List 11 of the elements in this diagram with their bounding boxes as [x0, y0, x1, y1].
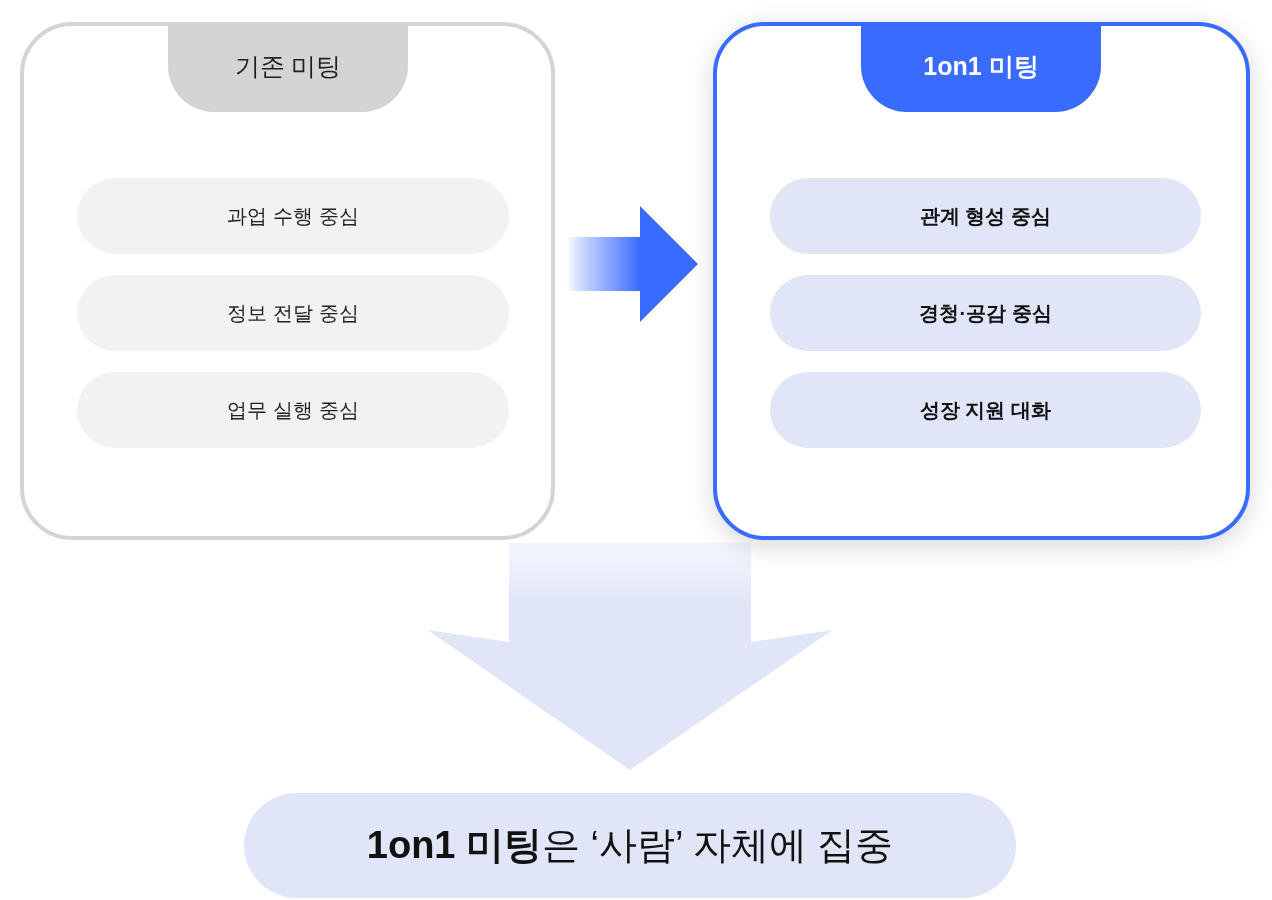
topic-pill: 업무 실행 중심: [77, 372, 509, 448]
topic-pill: 성장 지원 대화: [770, 372, 1201, 448]
summary-banner: 1on1 미팅은 ‘사람’ 자체에 집중: [244, 793, 1016, 898]
topic-pill: 관계 형성 중심: [770, 178, 1201, 254]
block-arrow: [566, 206, 698, 322]
block-arrow: [427, 543, 833, 770]
meeting-card: [713, 22, 1250, 540]
topic-pill: 정보 전달 중심: [77, 275, 509, 351]
topic-pill: 과업 수행 중심: [77, 178, 509, 254]
meeting-card: [20, 22, 555, 540]
topic-pill: 경청·공감 중심: [770, 275, 1201, 351]
